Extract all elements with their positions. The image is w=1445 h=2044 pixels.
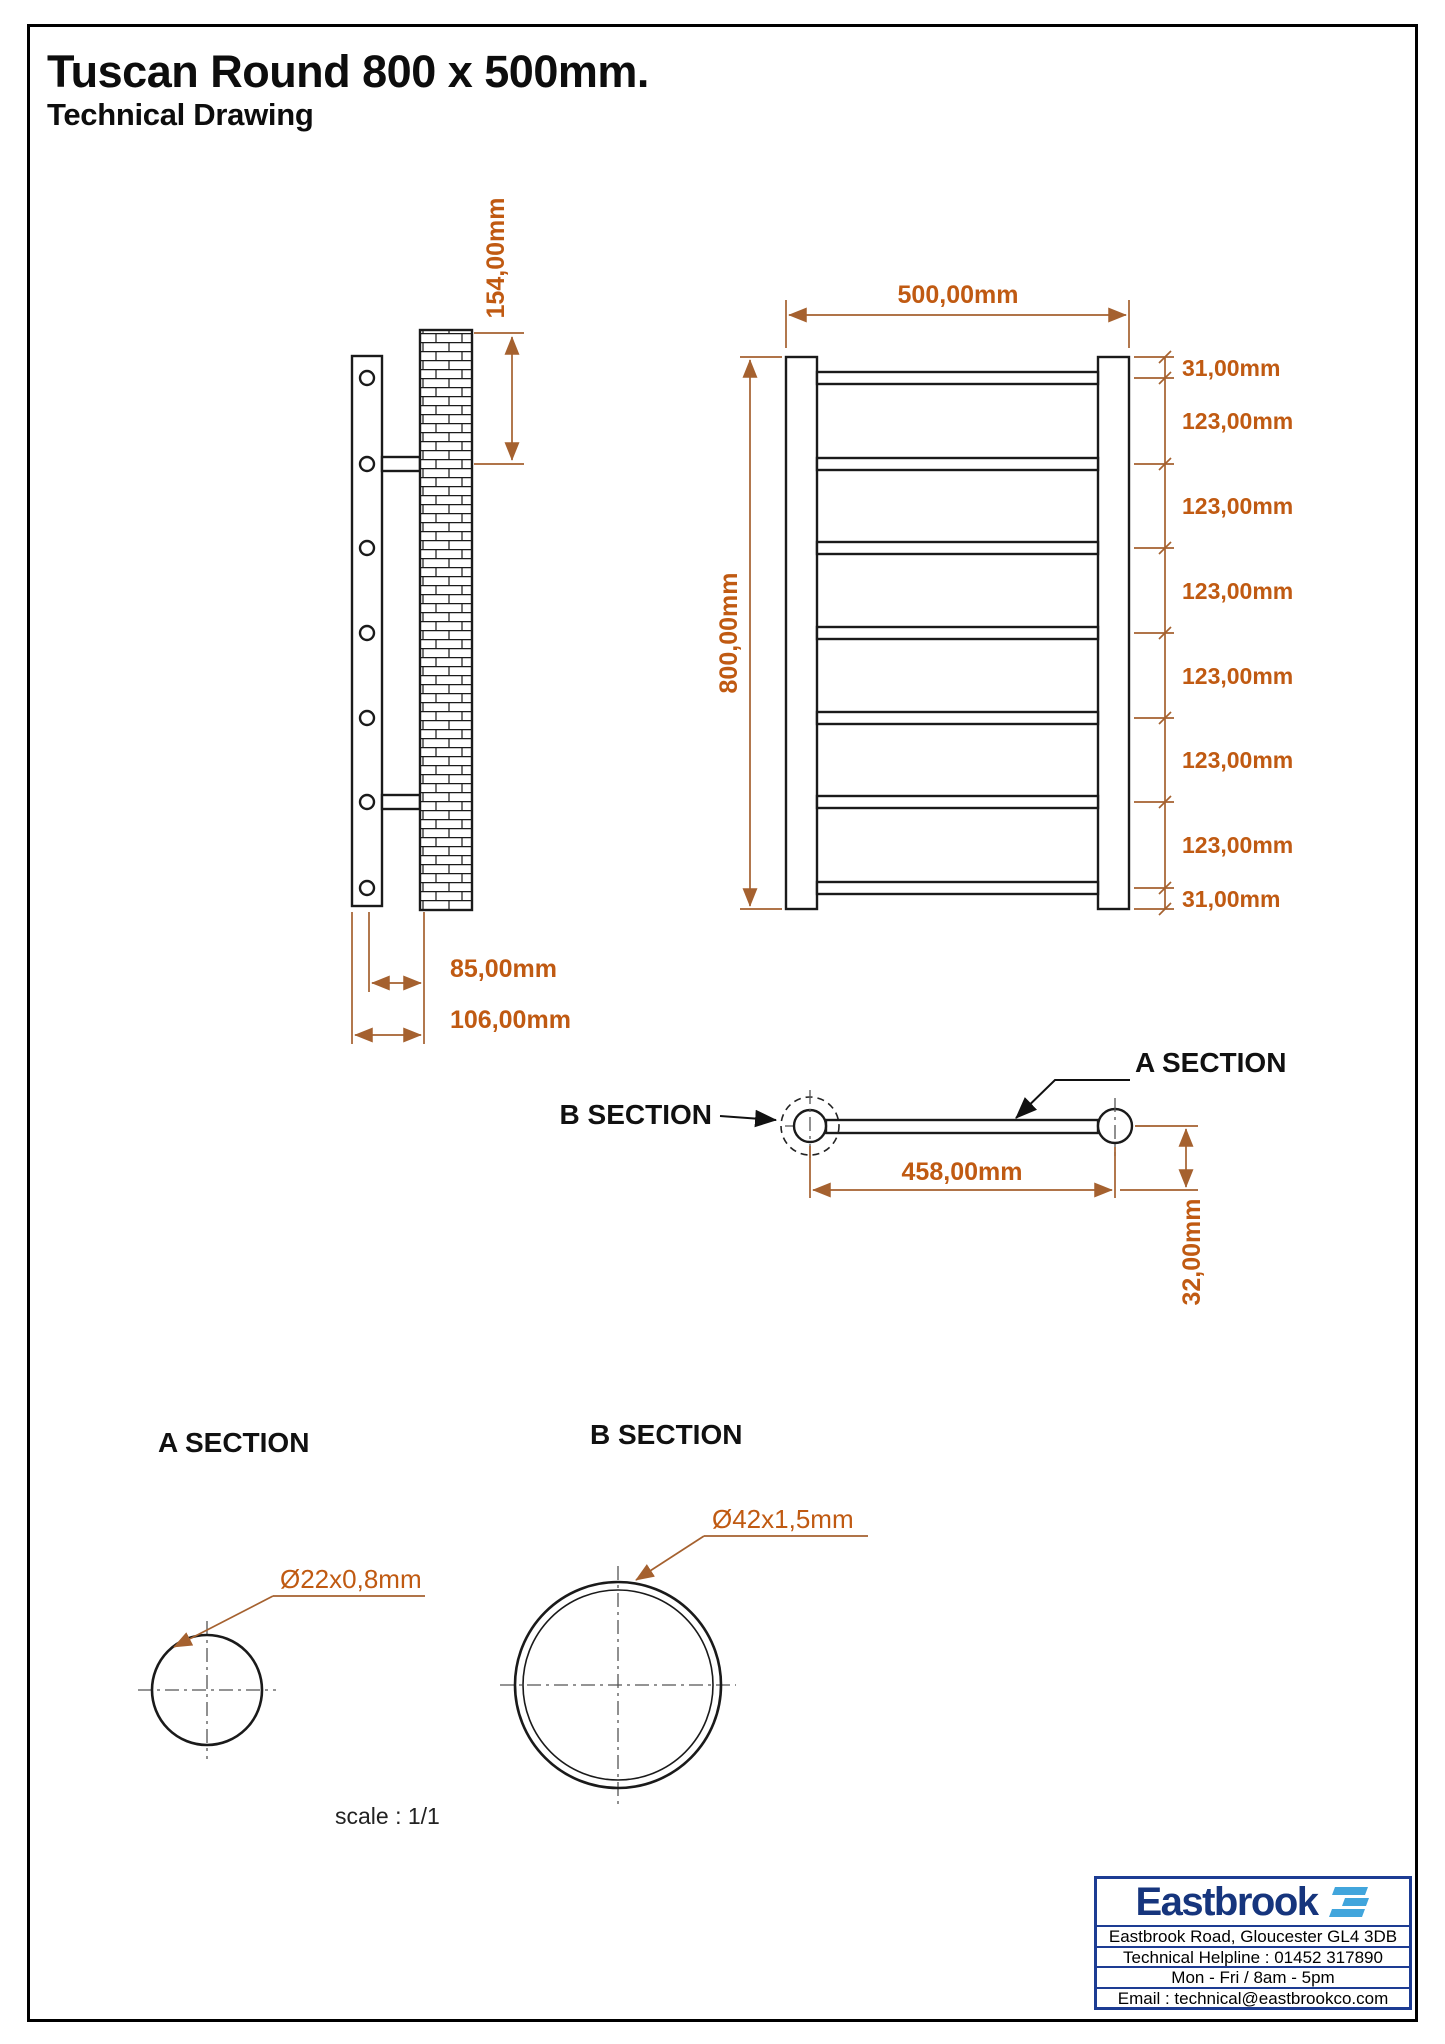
right-vertical-tube	[1096, 355, 1131, 911]
brand-name: Eastbrook	[1135, 1880, 1319, 1924]
crossbar	[815, 880, 1100, 896]
side-view: 154,00mm 85,00mm 106,00mm	[350, 198, 571, 1044]
bar-spacing-dimensions: 31,00mm 123,00mm 123,00mm 123,00mm 123,0…	[1134, 350, 1293, 916]
a-section-pointer-label: A SECTION	[1135, 1047, 1286, 1078]
bracket-stub-bottom	[380, 793, 422, 811]
a-section-heading: A SECTION	[158, 1427, 309, 1458]
a-section-diameter-label: Ø22x0,8mm	[280, 1564, 422, 1594]
leader-arrow	[173, 1595, 274, 1648]
brand-info-box: Eastbrook Eastbrook Road, Gloucester GL4…	[1094, 1876, 1412, 2010]
crossbar	[815, 794, 1100, 810]
a-section-detail: A SECTION Ø22x0,8mm	[138, 1427, 425, 1759]
dimension-458mm: 458,00mm	[809, 1146, 1116, 1198]
dimension-500mm: 500,00mm	[785, 281, 1130, 348]
top-view: B SECTION A SECTION 458,00mm 32,00mm	[560, 1047, 1287, 1306]
crossbar-plan	[824, 1118, 1100, 1135]
dimension-ticks	[1158, 350, 1172, 916]
dim-label-gap: 31,00mm	[1182, 355, 1280, 381]
crossbar	[815, 456, 1100, 472]
dimension-85mm: 85,00mm	[368, 912, 557, 1044]
mounting-hole	[358, 624, 376, 642]
dim-label-gap: 123,00mm	[1182, 578, 1293, 604]
b-section-leader	[719, 1109, 778, 1128]
a-section-leader	[1015, 1079, 1130, 1119]
brand-hours: Mon - Fri / 8am - 5pm	[1097, 1966, 1409, 1987]
brick-wall-section	[418, 328, 474, 912]
dim-label-gap: 31,00mm	[1182, 886, 1280, 912]
dim-label-32: 32,00mm	[1178, 1198, 1206, 1305]
bracket-stub-top	[380, 455, 422, 473]
dim-label-gap: 123,00mm	[1182, 408, 1293, 434]
dim-label-gap: 123,00mm	[1182, 832, 1293, 858]
dim-label-800: 800,00mm	[715, 573, 743, 694]
mounting-holes	[358, 369, 376, 897]
dimension-106mm: 106,00mm	[351, 912, 571, 1044]
eastbrook-logo-icon	[1328, 1887, 1369, 1917]
mounting-hole	[358, 369, 376, 387]
brand-address: Eastbrook Road, Gloucester GL4 3DB	[1097, 1925, 1409, 1946]
dimension-800mm: 800,00mm	[715, 356, 782, 910]
brand-logo-row: Eastbrook	[1097, 1879, 1409, 1925]
dimension-32mm: 32,00mm	[1120, 1125, 1206, 1306]
brand-helpline: Technical Helpline : 01452 317890	[1097, 1945, 1409, 1966]
dim-label-gap: 123,00mm	[1182, 493, 1293, 519]
mounting-hole	[358, 539, 376, 557]
b-section-detail: B SECTION Ø42x1,5mm	[500, 1419, 868, 1804]
dim-label-gap: 123,00mm	[1182, 663, 1293, 689]
dim-label-154: 154,00mm	[482, 198, 510, 319]
dim-label-gap: 123,00mm	[1182, 747, 1293, 773]
brand-email: Email : technical@eastbrookco.com	[1097, 1986, 1409, 2007]
b-section-tube-inner-circle	[522, 1589, 714, 1781]
title-block: Tuscan Round 800 x 500mm. Technical Draw…	[47, 46, 649, 133]
mounting-hole	[358, 879, 376, 897]
mounting-hole	[358, 709, 376, 727]
b-section-pointer-label: B SECTION	[560, 1099, 712, 1130]
crossbar	[815, 370, 1100, 386]
a-section-tube-circle	[150, 1633, 264, 1747]
mounting-hole	[358, 455, 376, 473]
b-section-diameter-label: Ø42x1,5mm	[712, 1504, 854, 1534]
b-section-heading: B SECTION	[590, 1419, 742, 1450]
left-vertical-tube	[784, 355, 819, 911]
dim-label-458: 458,00mm	[902, 1158, 1023, 1186]
scale-note: scale : 1/1	[335, 1803, 440, 1829]
page-border	[27, 24, 1418, 2022]
crossbar	[815, 625, 1100, 641]
page-title: Tuscan Round 800 x 500mm.	[47, 46, 649, 97]
crossbar	[815, 540, 1100, 556]
b-section-tube-outer-circle	[513, 1580, 723, 1790]
crossbars	[815, 370, 1100, 896]
crossbar	[815, 710, 1100, 726]
leader-arrow	[635, 1535, 705, 1581]
dimension-154mm: 154,00mm	[474, 198, 524, 465]
dim-label-500: 500,00mm	[898, 281, 1019, 309]
dim-label-85: 85,00mm	[450, 955, 557, 983]
mounting-hole	[358, 793, 376, 811]
page-subtitle: Technical Drawing	[47, 96, 314, 132]
dim-label-106: 106,00mm	[450, 1006, 571, 1034]
front-view: 500,00mm 800,00mm	[715, 281, 1293, 916]
